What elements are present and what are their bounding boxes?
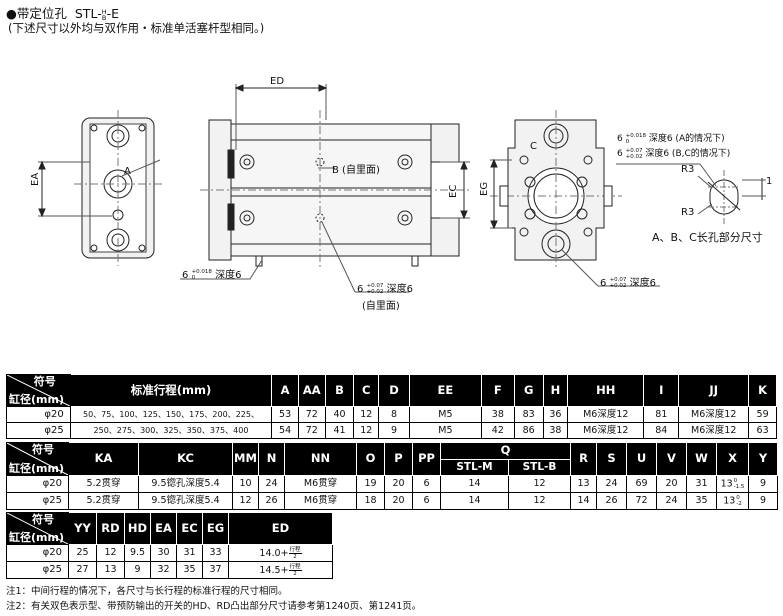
col-header: U <box>626 442 657 476</box>
hole-label-c: C <box>530 141 537 152</box>
spec-table-3: 符号缸径(mm) YY RD HD EA EC EG ED φ20 25 12 … <box>6 512 333 579</box>
col-header: G <box>513 374 544 407</box>
col-header: NN <box>284 442 357 476</box>
col-header: F <box>480 374 515 407</box>
dim-label-ea: EA <box>30 172 41 186</box>
col-header: ED <box>228 512 333 545</box>
col-header: EC <box>176 512 203 545</box>
col-header: HD <box>124 512 151 545</box>
slot-note-bc: 6 +0.07+0.02 深度6 (B,C的情况下) <box>617 147 731 160</box>
col-subheader: STL-B <box>508 459 571 476</box>
col-header: EA <box>150 512 177 545</box>
col-header: O <box>356 442 385 476</box>
col-header: EG <box>202 512 229 545</box>
symbol-bore-header: 符号缸径(mm) <box>6 512 69 545</box>
col-header: N <box>258 442 285 476</box>
col-header: R <box>570 442 597 476</box>
right-end-view <box>490 110 660 286</box>
left-end-view <box>38 110 162 266</box>
col-header: I <box>643 374 680 407</box>
col-header: EE <box>408 374 482 407</box>
hole-b-callout: 6 +0.07+0.02 深度6 <box>357 283 413 295</box>
col-header: B <box>324 374 355 407</box>
col-header: YY <box>68 512 97 545</box>
main-side-view <box>180 84 470 292</box>
page-subtitle: (下述尺寸以外均与双作用・标准单活塞杆型相同。) <box>8 21 265 35</box>
col-header: C <box>353 374 380 407</box>
hole-label-a: A <box>124 166 131 177</box>
col-header: H <box>542 374 569 407</box>
slot-dim-1: 1 <box>766 176 773 187</box>
col-header: 标准行程(mm) <box>69 374 273 407</box>
hole-b-note: (自里面) <box>362 301 400 312</box>
slot-r3-bottom: R3 <box>681 207 695 218</box>
slot-detail <box>616 164 766 224</box>
col-header: Q <box>440 442 571 460</box>
hole-c-callout: 6 +0.07+0.02 深度6 <box>600 277 656 289</box>
col-header: X <box>716 442 749 476</box>
col-header: MM <box>232 442 259 476</box>
dim-label-ed: ED <box>270 76 285 87</box>
col-header: RD <box>96 512 125 545</box>
dim-label-ec: EC <box>448 184 459 198</box>
table-row: φ25 5.2贯穿 9.5锪孔深度5.4 12 26 M6贯穿 18 20 6 … <box>6 492 778 510</box>
col-header: W <box>686 442 717 476</box>
slot-r3-top: R3 <box>681 164 695 175</box>
slot-caption: A、B、C长孔部分尺寸 <box>652 231 763 244</box>
hole-label-b: B (自里面) <box>332 165 380 176</box>
note-2: 注2：有关双色表示型、带预防输出的开关的HD、RD凸出部分尺寸请参考第1240页… <box>6 601 422 612</box>
col-header: JJ <box>678 374 750 407</box>
col-header: Y <box>748 442 778 476</box>
col-header: S <box>596 442 627 476</box>
symbol-bore-header: 符号缸径(mm) <box>6 442 69 476</box>
col-header: P <box>384 442 413 476</box>
table-row: φ20 5.2贯穿 9.5锪孔深度5.4 10 24 M6贯穿 19 20 6 … <box>6 475 778 493</box>
spec-table-1: 符号缸径(mm) 标准行程(mm) A AA B C D EE F G H HH… <box>6 374 777 439</box>
table-row: φ25 250、275、300、325、350、375、400 54 72 41… <box>6 422 777 439</box>
col-header: HH <box>567 374 645 407</box>
col-header: D <box>378 374 410 407</box>
col-header: A <box>271 374 299 407</box>
note-1: 注1：中间行程的情况下，各尺寸与长行程的标准行程的尺寸相同。 <box>6 586 288 597</box>
spec-table-2: 符号缸径(mm) KA KC MM N NN O P PP Q R S U V … <box>6 442 778 510</box>
technical-drawing <box>0 0 783 340</box>
symbol-bore-header: 符号缸径(mm) <box>6 374 71 407</box>
col-header: V <box>656 442 687 476</box>
col-header: K <box>748 374 777 407</box>
table-row: φ20 50、75、100、125、150、175、200、225、 53 72… <box>6 406 777 423</box>
col-header: AA <box>297 374 326 407</box>
dim-label-eg: EG <box>479 181 490 196</box>
col-header: KA <box>68 442 139 476</box>
col-header: PP <box>412 442 441 476</box>
col-subheader: STL-M <box>440 459 509 476</box>
col-header: KC <box>138 442 233 476</box>
